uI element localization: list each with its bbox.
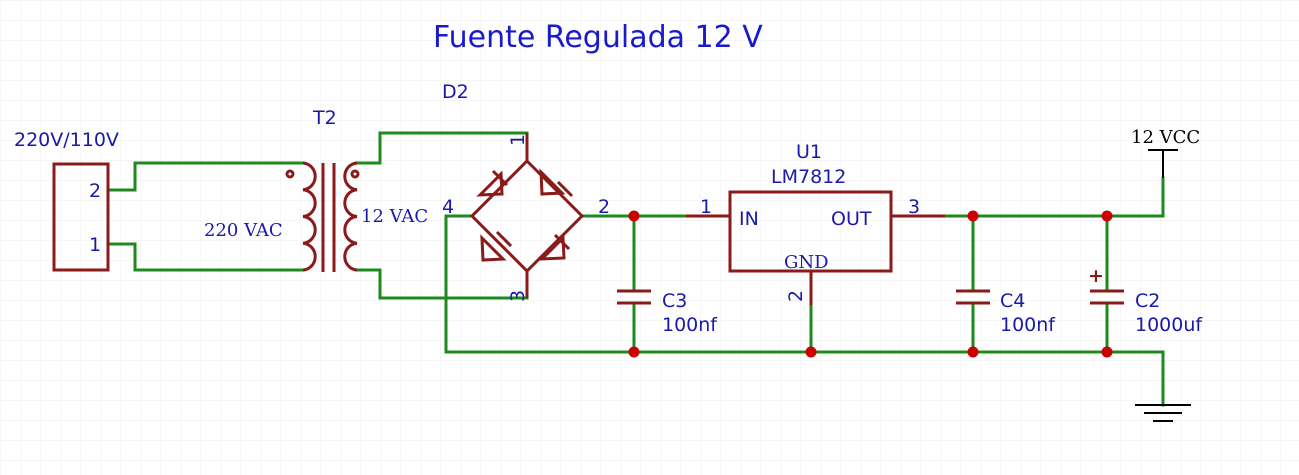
c3-value: 100nf [662,314,718,336]
connector-pin-bottom: 1 [89,234,101,256]
junction-dot [1101,346,1113,358]
regulator-ref: U1 [796,141,822,163]
connector-label: 220V/110V [14,129,119,151]
c2-polarity: + [1088,265,1104,287]
regulator-part: LM7812 [771,166,846,188]
junctions [628,210,1113,358]
secondary-coil [343,161,358,272]
bridge-pin-bottom: 3 [507,290,529,302]
diode-icon [539,168,574,198]
primary-dot [285,169,295,179]
regulator-gnd-label: GND [784,252,829,273]
wire-secondary-top [355,131,529,165]
power-flag-icon: 12 VCC [1131,127,1200,178]
primary-coil [302,161,317,272]
regulator-in-label: IN [739,208,759,230]
bridge-ref: D2 [442,81,469,103]
bridge-pin-left: 4 [442,196,454,218]
junction-dot [628,346,640,358]
secondary-voltage: 12 VAC [361,206,428,227]
regulator-pin-out: 3 [908,196,920,218]
wire-primary-top [106,161,305,192]
capacitor-c3: C3 100nf [617,289,718,336]
bridge-pin-right: 2 [598,196,610,218]
wire-bridge-minus [444,214,474,354]
wire-primary-bottom [106,242,305,272]
c2-value: 1000uf [1135,314,1203,336]
bridge-outline [469,158,585,274]
wire-output [943,176,1165,218]
junction-dot [967,210,979,222]
wire-secondary-bottom [355,268,529,300]
connector-pin-top: 2 [89,180,101,202]
regulator-pin-gnd: 2 [785,290,807,302]
junction-dot [628,210,640,222]
c3-ref: C3 [662,290,687,312]
primary-voltage: 220 VAC [204,220,283,241]
page-title: Fuente Regulada 12 V [433,20,763,55]
regulator-out-label: OUT [831,208,872,230]
diode-icon [480,230,513,262]
secondary-dot [350,169,360,179]
junction-dot [967,346,979,358]
bridge-rectifier: D2 1 3 4 2 [442,81,610,302]
bridge-pin-top: 1 [507,134,529,146]
c2-ref: C2 [1135,290,1160,312]
transformer: T2 220 VAC 12 VAC [204,107,428,272]
junction-dot [1101,210,1113,222]
diode-icon [538,233,571,261]
ground-icon [1135,404,1191,422]
regulator-pin-in: 1 [700,196,712,218]
input-connector: 220V/110V 2 1 [14,129,119,272]
power-label: 12 VCC [1131,127,1200,148]
diode-icon [476,169,509,197]
c4-ref: C4 [1000,290,1025,312]
wires [106,131,1165,407]
transformer-ref: T2 [312,107,337,129]
junction-dot [805,346,817,358]
capacitor-c2: + C2 1000uf [1088,265,1203,336]
c4-value: 100nf [1000,314,1056,336]
connector-body [52,162,110,272]
voltage-regulator: U1 LM7812 IN OUT GND 1 3 2 [686,141,945,305]
capacitor-c4: C4 100nf [956,289,1056,336]
